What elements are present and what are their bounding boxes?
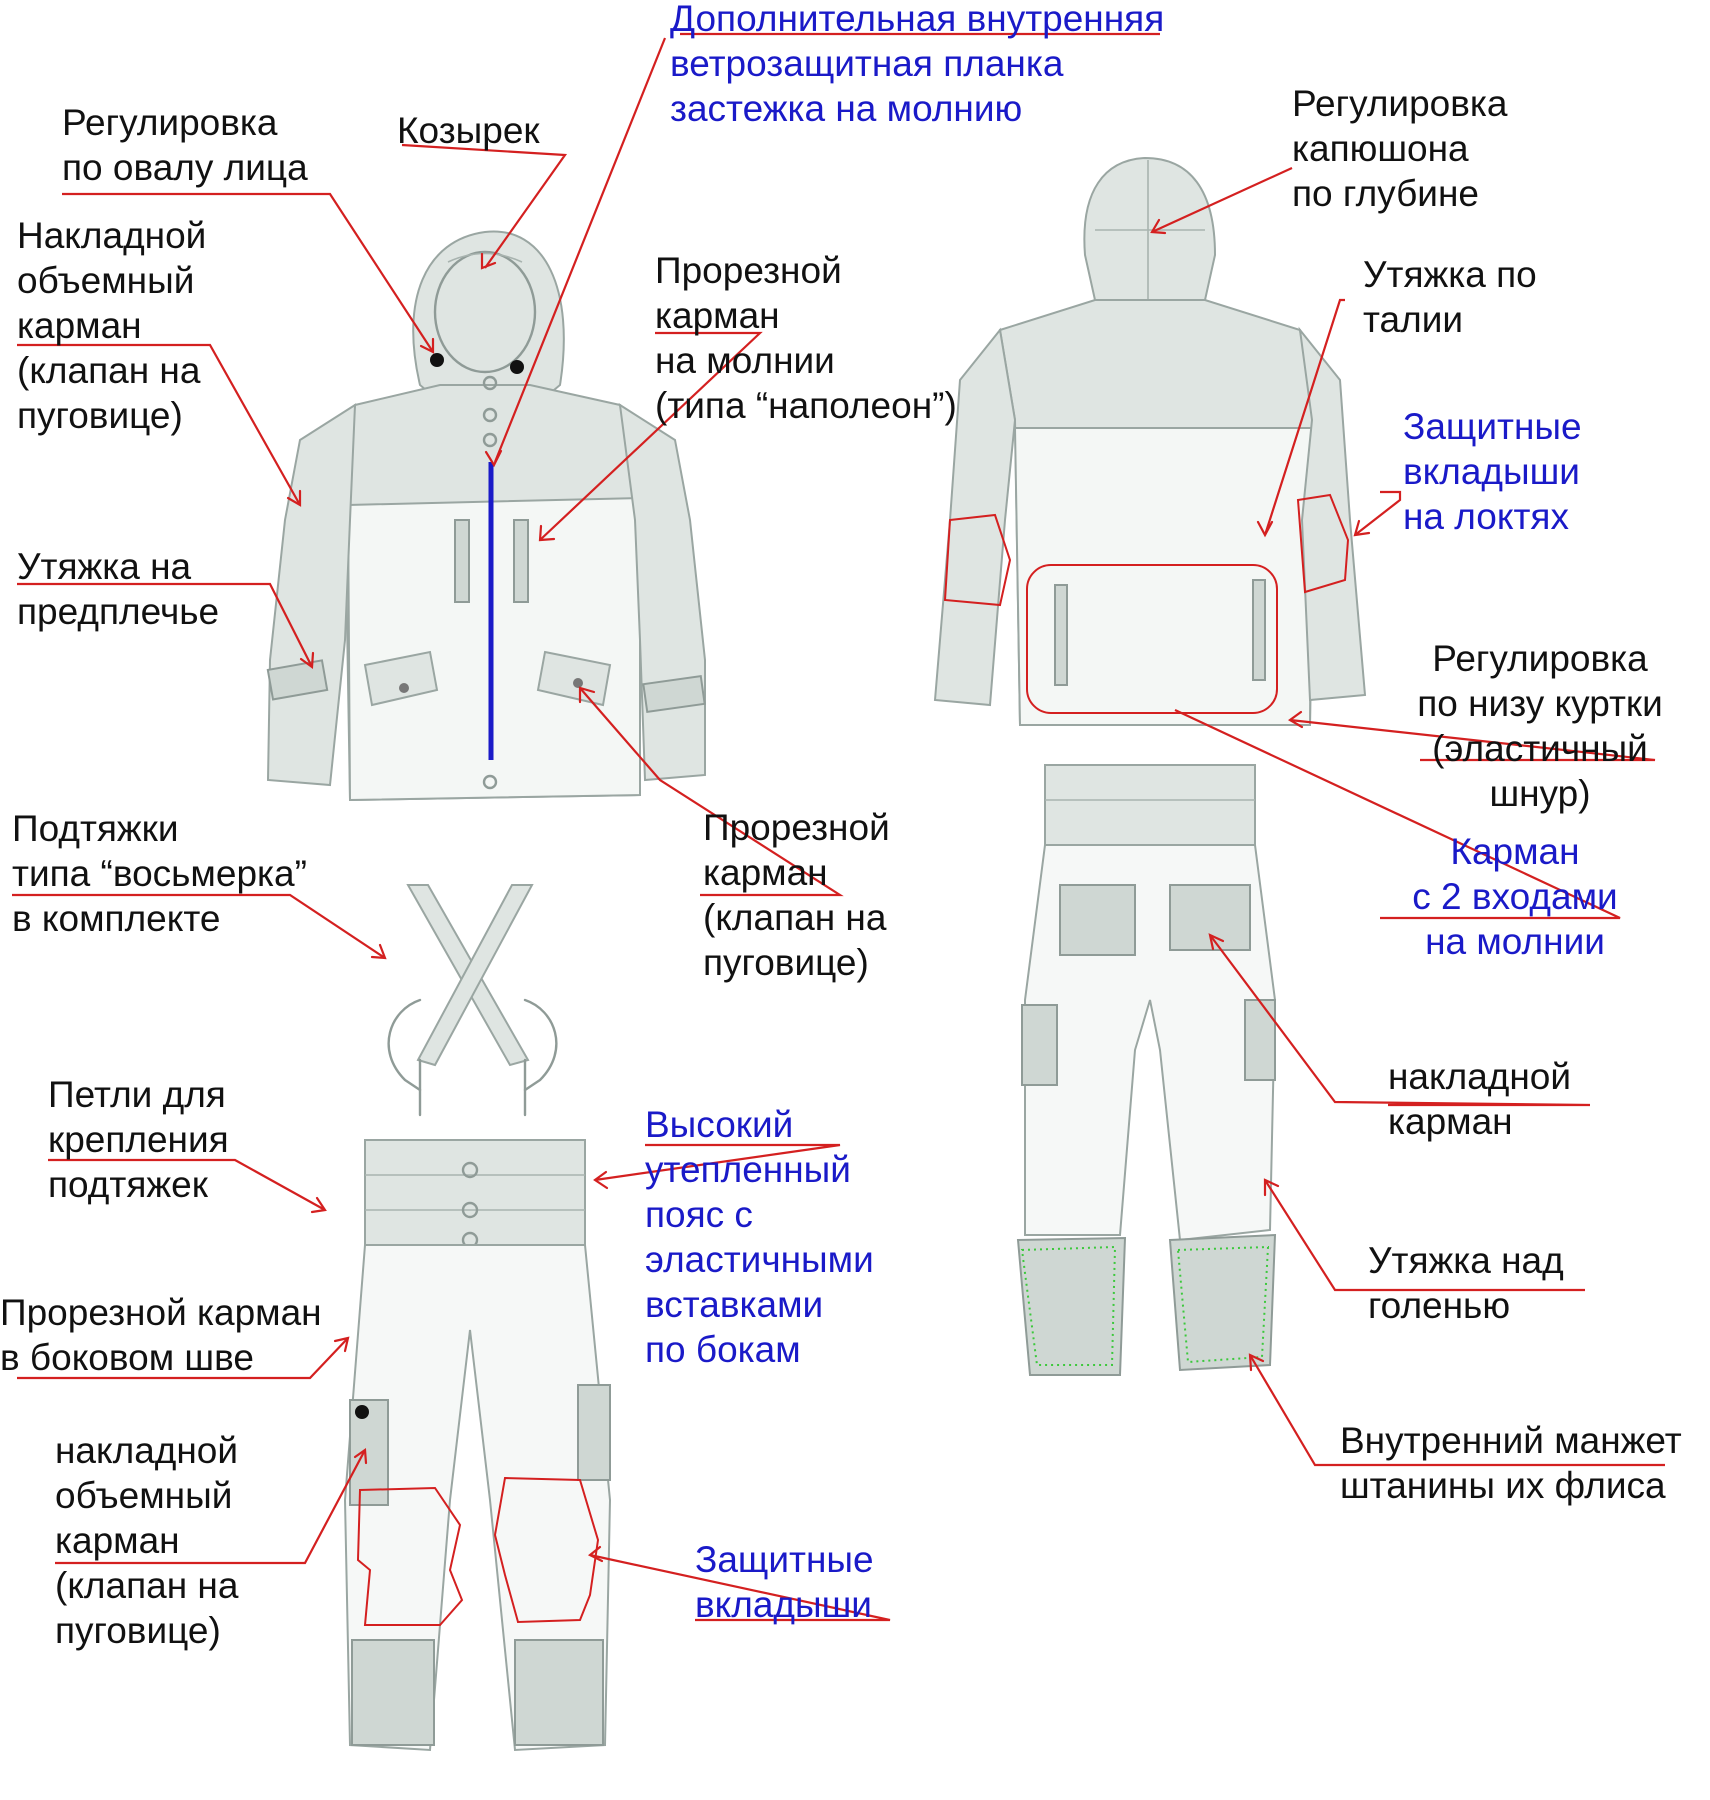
back-jacket-sketch bbox=[933, 156, 1367, 726]
callout-jacket-slit-pocket: Прорезной карман (клапан на пуговице) bbox=[703, 807, 890, 983]
callout-face-adjustment: Регулировка по овалу лица bbox=[62, 102, 308, 188]
suspenders-sketch bbox=[387, 884, 558, 1117]
callout-hood-depth-adjustment: Регулировка капюшона по глубине bbox=[1292, 83, 1508, 214]
callout-hem-adjustment: Регулировка по низу куртки (эластичный ш… bbox=[1417, 638, 1663, 814]
callout-leaders bbox=[12, 32, 1665, 1622]
callout-back-patch-pocket: накладной карман bbox=[1388, 1056, 1572, 1142]
callout-trouser-patch-pocket: накладной объемный карман (клапан на пуг… bbox=[55, 1430, 239, 1651]
callout-visor: Козырек bbox=[397, 110, 540, 151]
hood-cord-stopper-icon bbox=[510, 360, 524, 374]
front-jacket-sketch bbox=[266, 230, 706, 802]
callout-napoleon-pocket: Прорезной карман на молнии (типа “наполе… bbox=[655, 250, 957, 426]
callout-inner-windproof-flap: Дополнительная внутренняя ветрозащитная … bbox=[670, 0, 1165, 129]
callout-waist-strap: Утяжка по талии bbox=[1363, 254, 1537, 340]
back-trousers-sketch bbox=[1016, 764, 1277, 1376]
callout-shin-strap: Утяжка над голенью bbox=[1368, 1240, 1564, 1326]
callout-side-seam-pocket: Прорезной карман в боковом шве bbox=[0, 1292, 322, 1378]
callout-high-waist-belt: Высокий утепленный пояс с эластичными вс… bbox=[645, 1104, 874, 1370]
callout-suspender-loops: Петли для крепления подтяжек bbox=[48, 1074, 229, 1205]
callout-knee-pads: Защитные вкладыши bbox=[695, 1539, 874, 1625]
callout-two-entry-pocket: Карман с 2 входами на молнии bbox=[1412, 831, 1618, 962]
front-trousers-sketch bbox=[343, 1139, 612, 1752]
pocket-button-icon bbox=[355, 1405, 369, 1419]
callout-forearm-strap: Утяжка на предплечье bbox=[17, 546, 220, 632]
callout-elbow-pads: Защитные вкладыши на локтях bbox=[1403, 406, 1582, 537]
callout-chest-patch-pocket: Накладной объемный карман (клапан на пуг… bbox=[17, 215, 207, 436]
hood-cord-stopper-icon bbox=[430, 353, 444, 367]
callout-suspenders: Подтяжки типа “восьмерка” в комплекте bbox=[12, 808, 307, 939]
callout-fleece-cuff: Внутренний манжет штанины их флиса bbox=[1340, 1420, 1682, 1506]
